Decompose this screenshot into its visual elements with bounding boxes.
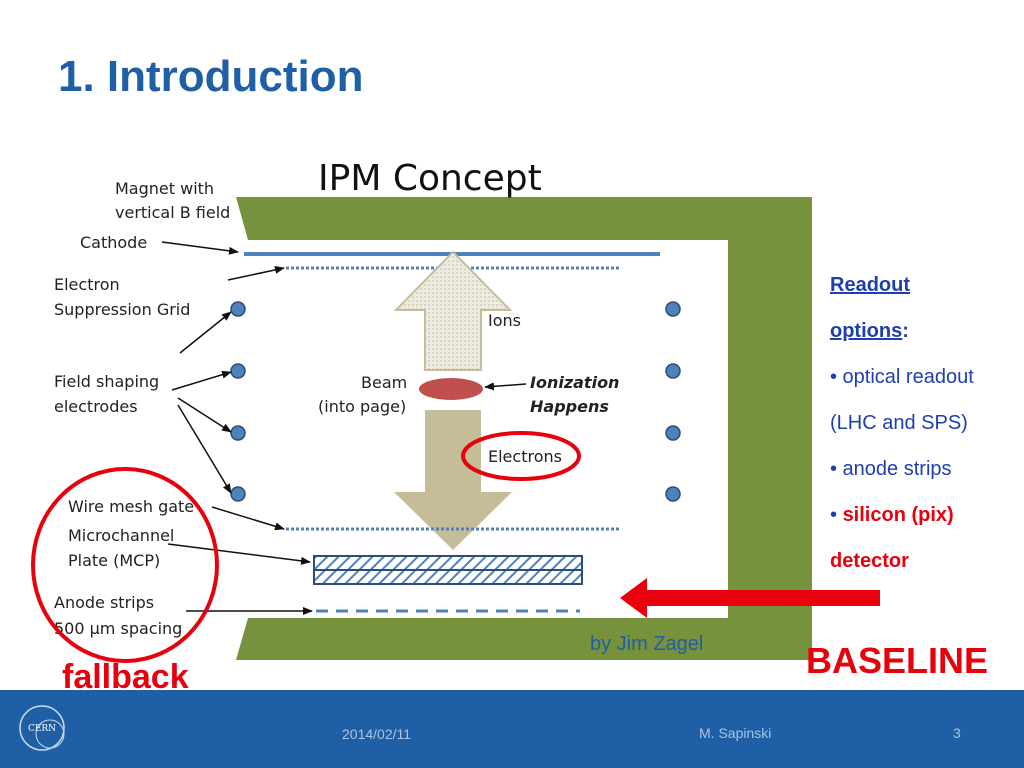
- readout-line-1: • optical readout: [830, 366, 974, 388]
- label-field: Field shaping: [54, 372, 159, 391]
- readout-line-2: (LHC and SPS): [830, 412, 968, 434]
- label-mcp-1: Microchannel: [68, 526, 174, 545]
- readout-colon: :: [902, 320, 909, 342]
- footer-bar: CERN 2014/02/11 M. Sapinski 3: [0, 690, 1024, 768]
- readout-line-5: detector: [830, 550, 909, 572]
- readout-line-3: • anode strips: [830, 458, 952, 480]
- baseline-arrow: [620, 578, 880, 618]
- label-happens: Happens: [530, 397, 609, 416]
- label-beam-2: (into page): [318, 397, 406, 416]
- label-anode: Anode strips: [54, 593, 154, 612]
- footer-author: M. Sapinski: [699, 725, 772, 741]
- label-mcp-2: Plate (MCP): [68, 551, 160, 570]
- label-beam: Beam: [361, 373, 407, 392]
- field-shaping-electrodes: [230, 301, 681, 502]
- label-spacing: 500 µm spacing: [54, 619, 182, 638]
- label-magnet-2: vertical B field: [115, 203, 230, 222]
- readout-heading-2: options: [830, 320, 903, 342]
- baseline-label: BASELINE: [806, 640, 989, 681]
- electrons-arrow: [394, 410, 512, 550]
- slide-title: 1. Introduction: [58, 52, 364, 101]
- label-electrodes: electrodes: [54, 397, 138, 416]
- footer-page-number: 3: [953, 725, 961, 741]
- electrons-highlight: [461, 431, 581, 481]
- label-suppression: Suppression Grid: [54, 300, 190, 319]
- label-cathode: Cathode: [80, 233, 147, 252]
- readout-heading-line1: Readout: [830, 274, 910, 297]
- readout-line-4: • silicon (pix): [830, 504, 954, 527]
- cern-logo: CERN: [19, 705, 65, 751]
- ipm-concept-diagram: IPM Concept Magnet with vertical B field…: [31, 158, 880, 663]
- readout-bullet-4: •: [830, 504, 843, 526]
- readout-heading: Readout: [830, 274, 910, 296]
- label-wire-mesh: Wire mesh gate: [68, 497, 194, 516]
- ions-arrow: [393, 250, 513, 371]
- readout-heading-line2: options:: [830, 320, 909, 343]
- diagram-title: IPM Concept: [318, 158, 542, 199]
- label-magnet: Magnet with: [115, 179, 214, 198]
- fallback-highlight: [31, 467, 219, 663]
- fallback-label: fallback: [62, 658, 189, 696]
- credit: by Jim Zagel: [590, 633, 704, 655]
- label-electrons: Electrons: [488, 447, 562, 466]
- label-electron: Electron: [54, 275, 120, 294]
- cern-logo-text: CERN: [28, 724, 56, 734]
- magnet-yoke: [236, 197, 812, 660]
- label-ionization: Ionization: [530, 373, 619, 392]
- footer-date: 2014/02/11: [342, 726, 412, 742]
- readout-silicon: silicon (pix): [842, 504, 954, 526]
- label-ions: Ions: [488, 311, 521, 330]
- beam-ellipse: [419, 378, 483, 400]
